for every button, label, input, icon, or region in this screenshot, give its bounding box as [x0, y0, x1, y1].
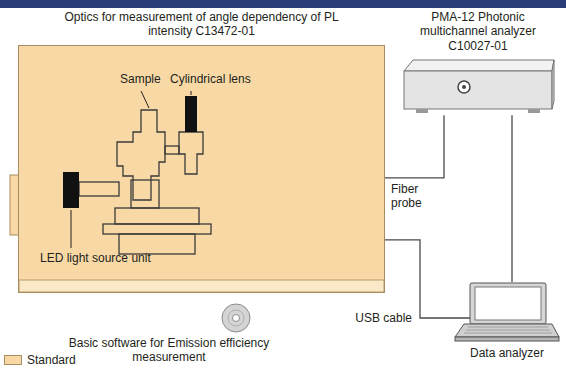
base-plate — [19, 280, 384, 292]
laptop-icon — [454, 282, 560, 344]
legend-label: Standard — [27, 353, 76, 367]
cable-line — [385, 115, 444, 178]
led-unit — [63, 172, 79, 208]
leader-lines — [71, 91, 191, 248]
part-label: Sample — [120, 72, 161, 86]
cable-line — [511, 115, 512, 282]
cable-label: USB cable — [353, 311, 414, 325]
legend-swatch — [4, 355, 22, 365]
node-label: Optics for measurement of angle dependen… — [52, 10, 352, 39]
node-label: Data analyzer — [470, 346, 544, 360]
part-label: Cylindrical lens — [170, 72, 251, 86]
header-band — [0, 0, 566, 8]
equipment-node: Optics for measurement of angle dependen… — [18, 10, 385, 293]
analyzer-device — [400, 57, 556, 115]
cable-line — [385, 240, 470, 318]
equipment-node: Data analyzer — [452, 282, 562, 360]
part-label: LED light source unit — [40, 251, 151, 265]
cable-label: Fiber probe — [389, 182, 424, 211]
cylindrical-lens — [185, 96, 197, 132]
equipment-node: PMA-12 Photonic multichannel analyzer C1… — [396, 10, 560, 115]
node-label: PMA-12 Photonic multichannel analyzer C1… — [396, 10, 560, 53]
cd-icon — [222, 304, 250, 332]
legend-row: Standard — [4, 353, 76, 367]
part-label: Basic software for Emission efficiency m… — [66, 336, 272, 365]
